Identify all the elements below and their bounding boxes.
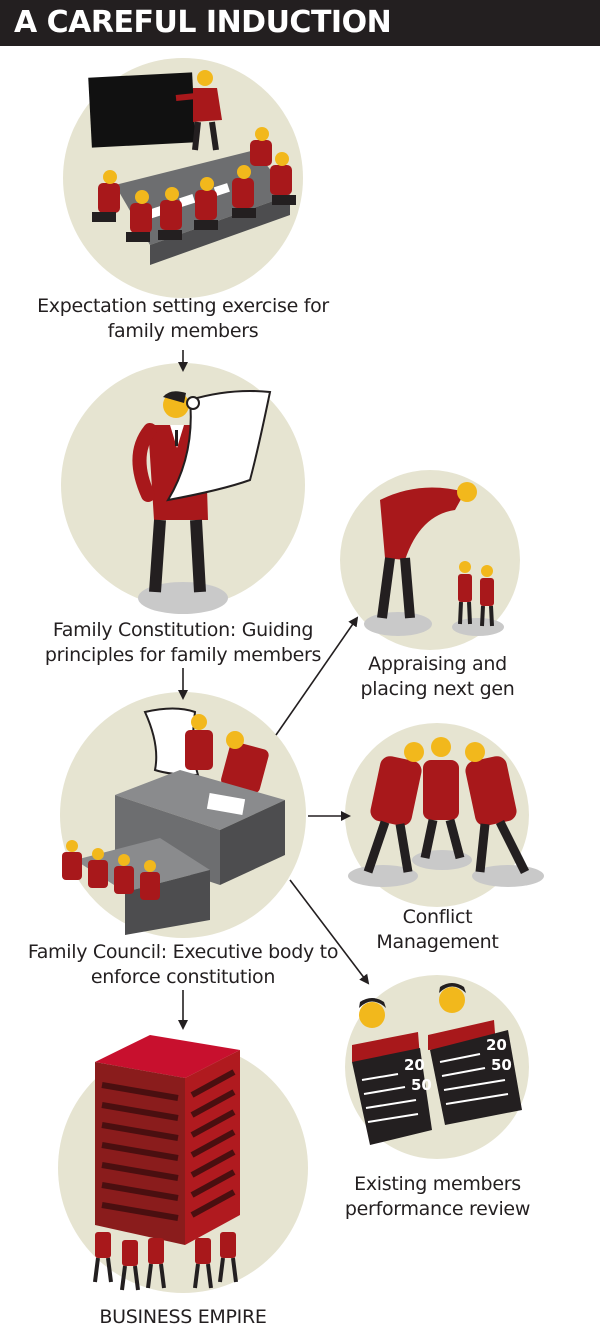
caption-council-line2: enforce constitution [15, 965, 351, 990]
caption-conflict: Conflict Management [355, 905, 520, 955]
caption-review-line1: Existing members [340, 1172, 535, 1197]
sheet2-bottom: 50 [491, 1056, 512, 1074]
caption-appraising-line1: Appraising and [345, 652, 530, 677]
caption-conflict-line1: Conflict [355, 905, 520, 930]
caption-expectation: Expectation setting exercise for family … [23, 294, 343, 344]
sheet1-bottom: 50 [411, 1076, 432, 1094]
caption-empire-line1: BUSINESS EMPIRE [43, 1305, 323, 1330]
sheet2-top: 20 [486, 1036, 507, 1054]
caption-constitution-line1: Family Constitution: Guiding [23, 618, 343, 643]
caption-empire: BUSINESS EMPIRE [43, 1305, 323, 1330]
caption-constitution-line2: principles for family members [23, 643, 343, 668]
sheet1-top: 20 [404, 1056, 425, 1074]
caption-appraising-line2: placing next gen [345, 677, 530, 702]
caption-conflict-line2: Management [355, 930, 520, 955]
caption-constitution: Family Constitution: Guiding principles … [23, 618, 343, 668]
caption-expectation-line2: family members [23, 319, 343, 344]
caption-appraising: Appraising and placing next gen [345, 652, 530, 702]
blackboard [88, 72, 196, 147]
caption-review: Existing members performance review [340, 1172, 535, 1222]
caption-council: Family Council: Executive body to enforc… [15, 940, 351, 990]
caption-expectation-line1: Expectation setting exercise for [23, 294, 343, 319]
caption-council-line1: Family Council: Executive body to [15, 940, 351, 965]
caption-review-line2: performance review [340, 1197, 535, 1222]
